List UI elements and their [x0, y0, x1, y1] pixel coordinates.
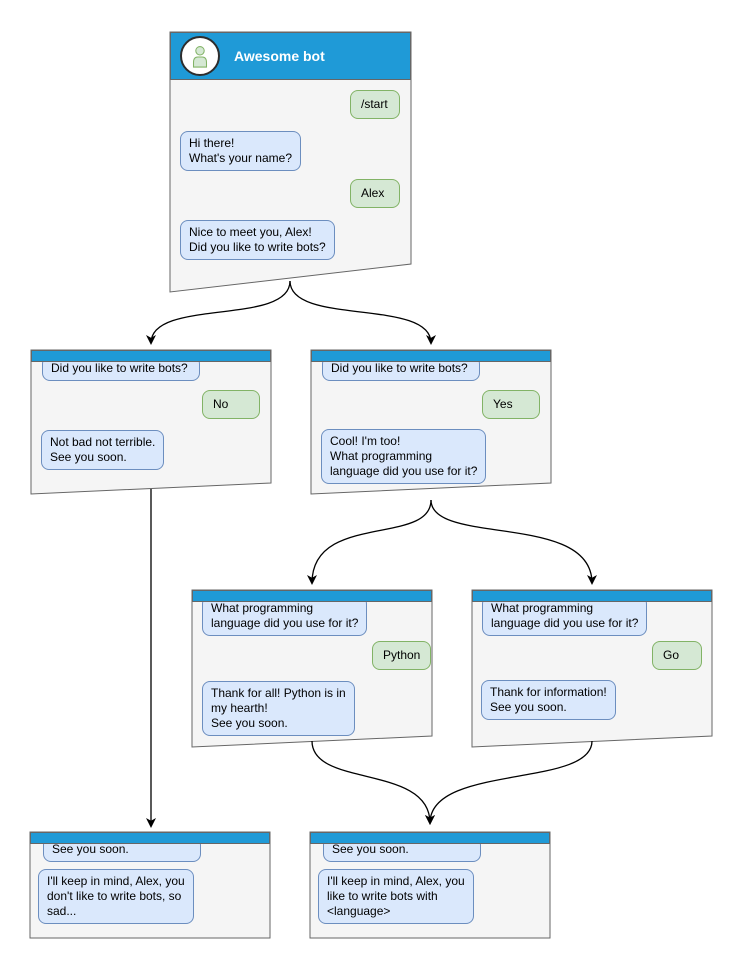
user-message-bubble: /start: [350, 90, 400, 119]
connector-python-to-end: [311, 740, 435, 825]
bot-message-bubble: I'll keep in mind, Alex, you don't like …: [38, 869, 194, 924]
chat-window-header: Awesome bot: [170, 32, 411, 80]
user-message-bubble: Python: [372, 641, 432, 670]
chat-window-main: Awesome bot /start Hi there! What's your…: [170, 32, 411, 292]
window-title-bar: [192, 590, 432, 602]
bot-title: Awesome bot: [234, 48, 325, 64]
connector-yes-to-go: [430, 499, 597, 585]
user-icon: [192, 46, 208, 68]
connector-main-to-yes: [289, 280, 436, 345]
bot-message-bubble: What programming language did you use fo…: [482, 596, 648, 636]
connector-go-to-end: [425, 740, 593, 825]
chat-window-branch-no: Did you like to write bots? No Not bad n…: [31, 350, 271, 494]
chat-window-end-language: See you soon. I'll keep in mind, Alex, y…: [310, 832, 550, 938]
user-message-bubble: Alex: [350, 179, 400, 208]
chat-window-end-no: See you soon. I'll keep in mind, Alex, y…: [30, 832, 270, 938]
user-message-bubble: Yes: [482, 390, 540, 419]
chat-window-branch-python: What programming language did you use fo…: [192, 590, 432, 747]
connector-yes-to-python: [307, 499, 432, 585]
window-title-bar: [472, 590, 712, 602]
bot-message-bubble: I'll keep in mind, Alex, you like to wri…: [318, 869, 474, 924]
bot-message-bubble: Hi there! What's your name?: [180, 131, 302, 171]
window-title-bar: [311, 350, 551, 362]
window-title-bar: [30, 832, 270, 844]
bot-message-bubble: Not bad not terrible. See you soon.: [41, 430, 165, 470]
avatar: [180, 36, 220, 76]
user-message-bubble: Go: [652, 641, 702, 670]
chat-window-branch-yes: Did you like to write bots? Yes Cool! I'…: [311, 350, 551, 494]
bot-message-bubble: What programming language did you use fo…: [202, 596, 368, 636]
window-title-bar: [310, 832, 550, 844]
connector-main-to-no: [146, 280, 291, 345]
user-message-bubble: No: [202, 390, 260, 419]
bot-message-bubble: Thank for information! See you soon.: [481, 680, 616, 720]
bot-message-bubble: Nice to meet you, Alex! Did you like to …: [180, 220, 335, 260]
window-title-bar: [31, 350, 271, 362]
bot-message-bubble: Thank for all! Python is in my hearth! S…: [202, 681, 355, 736]
bot-message-bubble: Cool! I'm too! What programming language…: [321, 429, 487, 484]
chat-window-branch-go: What programming language did you use fo…: [472, 590, 712, 747]
